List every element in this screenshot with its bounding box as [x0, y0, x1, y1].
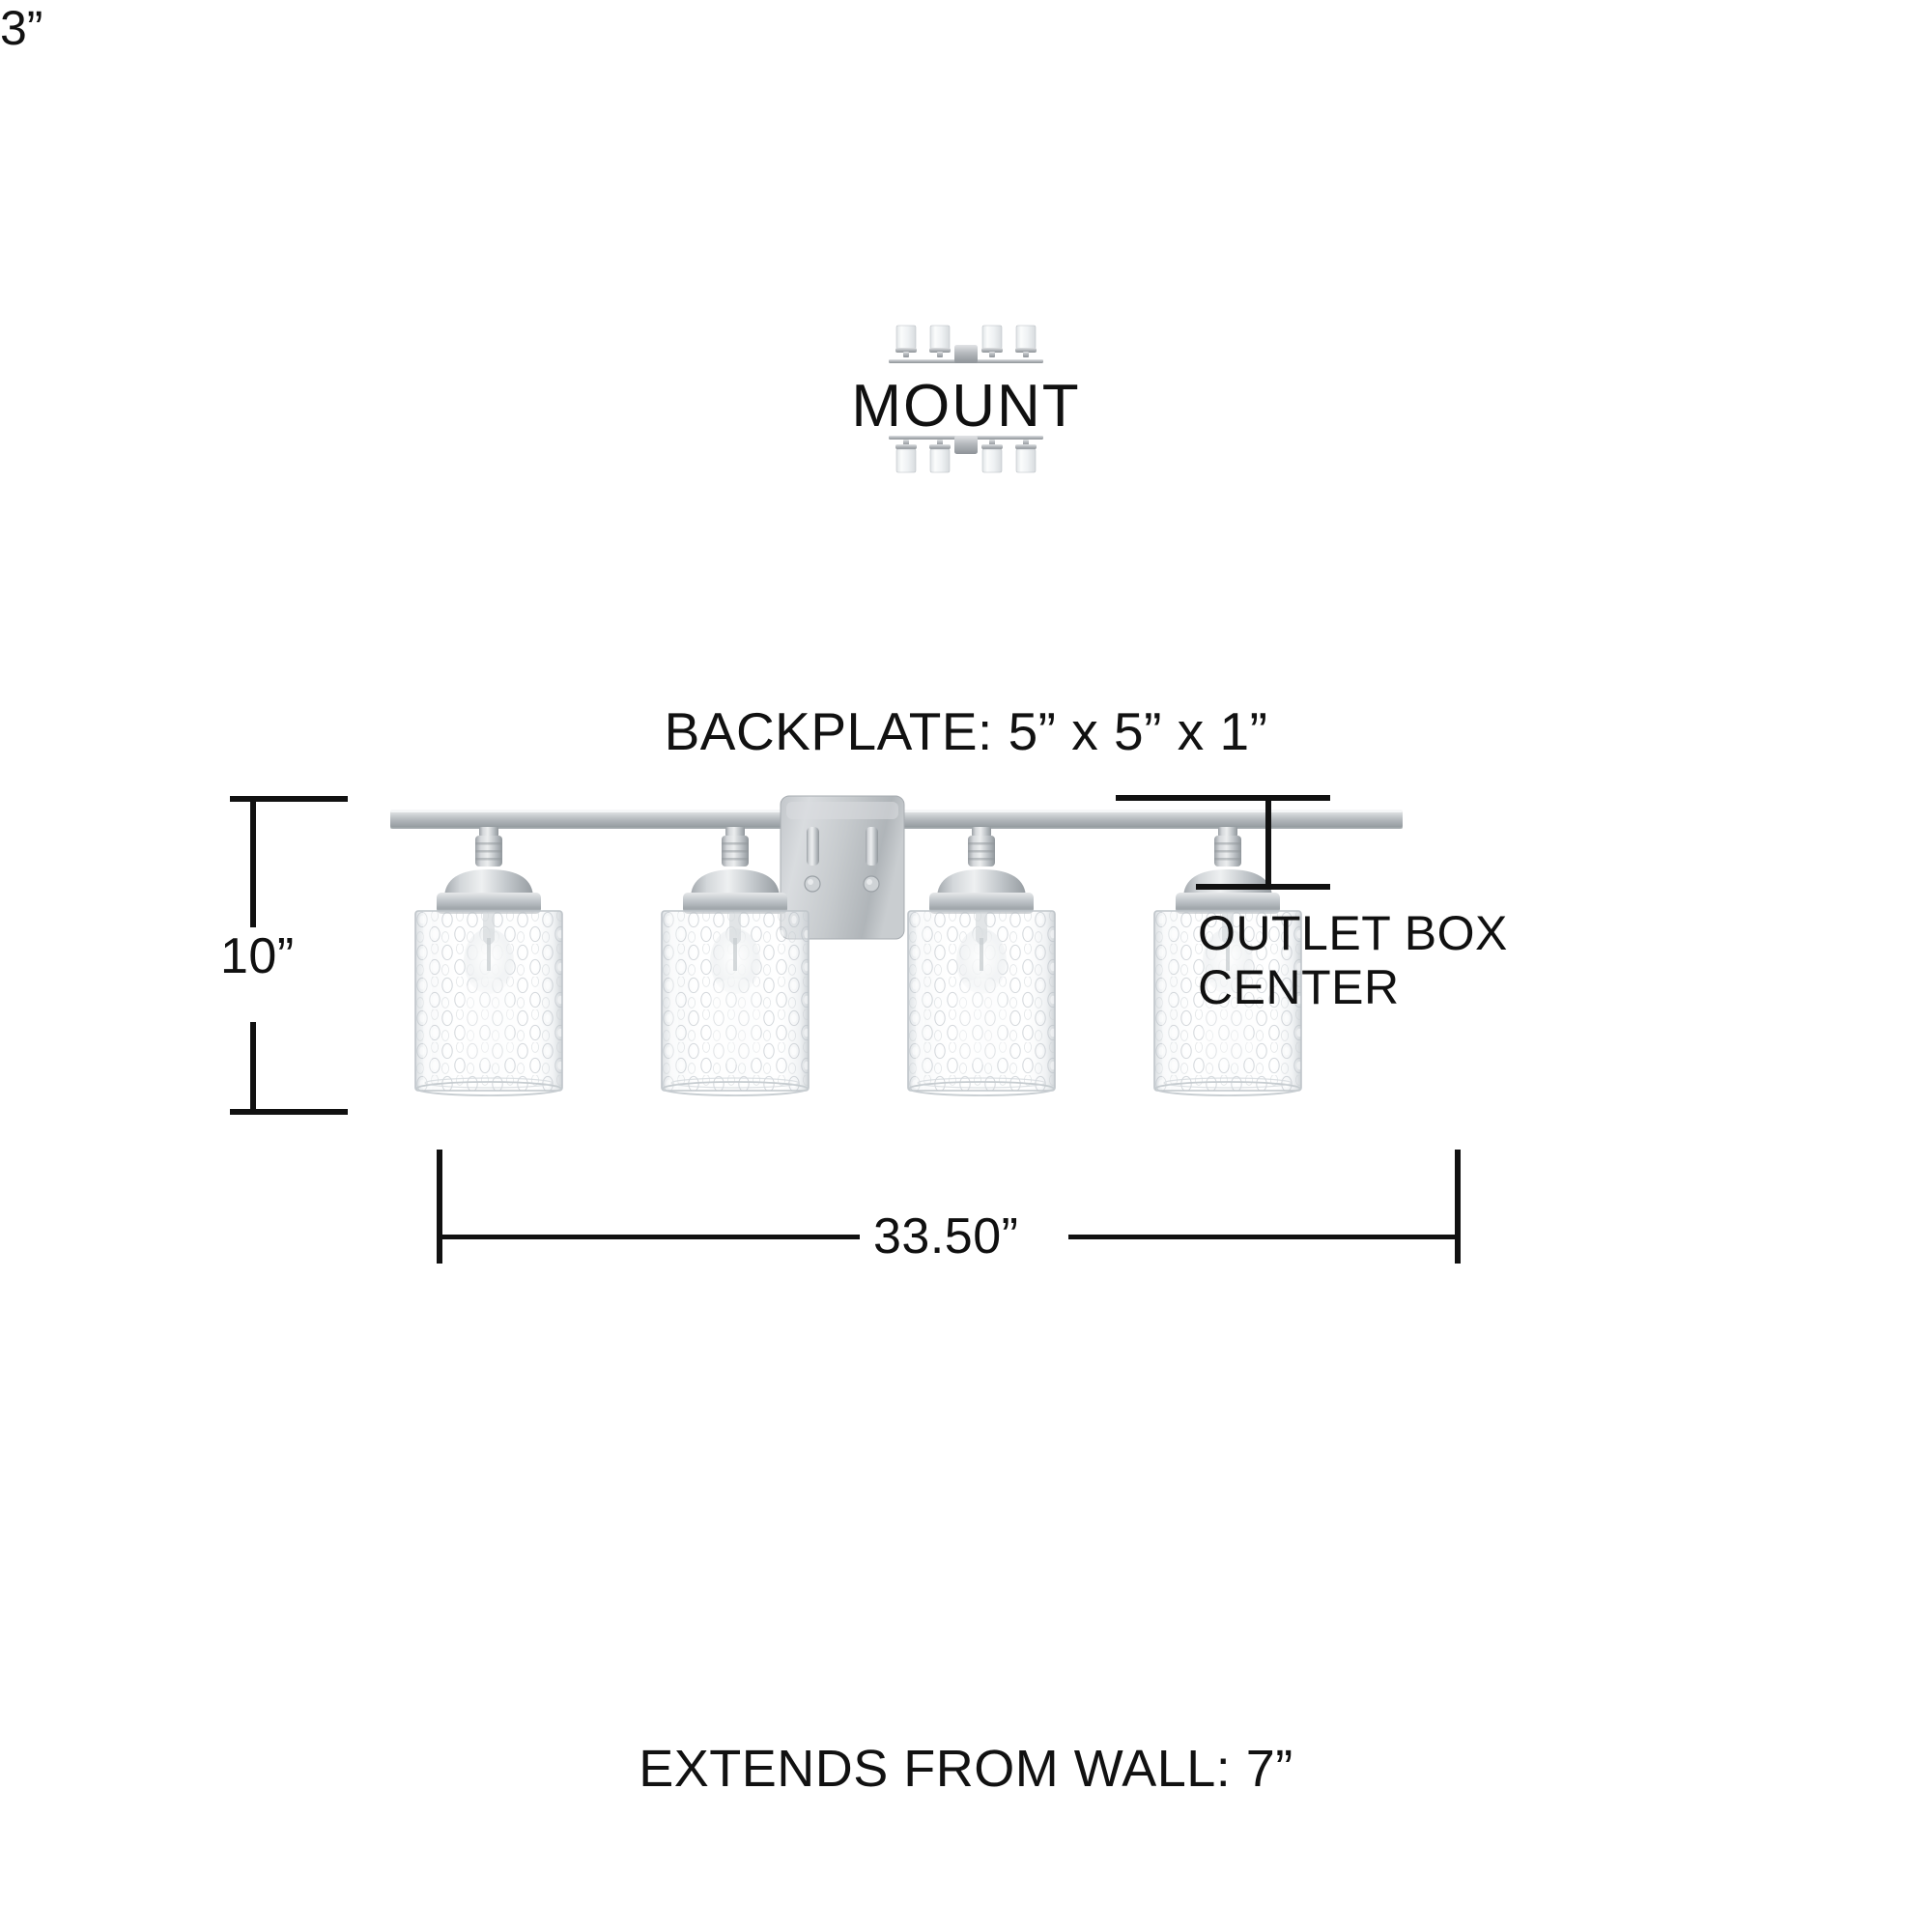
extends-from-wall-caption: EXTENDS FROM WALL: 7”: [639, 1740, 1293, 1798]
height-dim-top-cap: [230, 796, 348, 802]
outlet-note-line-1: OUTLET BOX: [1198, 906, 1508, 960]
mount-thumbnail-shades-up: [889, 325, 1043, 363]
light-head-1: [414, 827, 563, 1096]
outlet-drop-dimension: 3” OUTLET BOX CENTER: [0, 0, 1932, 1014]
outlet-dim-vertical: [1265, 795, 1271, 890]
mount-title: MOUNT: [851, 373, 1081, 440]
backplate-caption: BACKPLATE: 5” x 5” x 1”: [664, 701, 1268, 761]
height-dim-line-upper: [250, 796, 256, 927]
fixture-illustration: [390, 795, 1403, 1096]
light-head-3: [907, 827, 1056, 1096]
mount-thumbnail-shades-down: [889, 436, 1043, 473]
width-dim-right-cap: [1455, 1150, 1461, 1264]
height-dim-bottom-cap: [230, 1109, 348, 1115]
outlet-note-line-2: CENTER: [1198, 960, 1400, 1014]
light-head-4: [1153, 827, 1302, 1096]
outlet-dim-bottom-extension: [1196, 884, 1330, 890]
fixture-backplate: [780, 795, 905, 940]
width-dim-left-cap: [437, 1150, 442, 1264]
width-dim-line-left: [437, 1235, 860, 1239]
outlet-box-center-note: OUTLET BOX CENTER: [1198, 906, 1508, 1014]
outlet-dim-label: 3”: [0, 1, 43, 55]
height-dim-line-lower: [250, 1022, 256, 1115]
width-dim-label: 33.50”: [873, 1208, 1019, 1264]
outlet-dim-top-extension: [1116, 795, 1330, 801]
height-dim-label: 10”: [220, 928, 295, 984]
width-dim-line-right: [1068, 1235, 1461, 1239]
light-head-2: [661, 827, 810, 1096]
